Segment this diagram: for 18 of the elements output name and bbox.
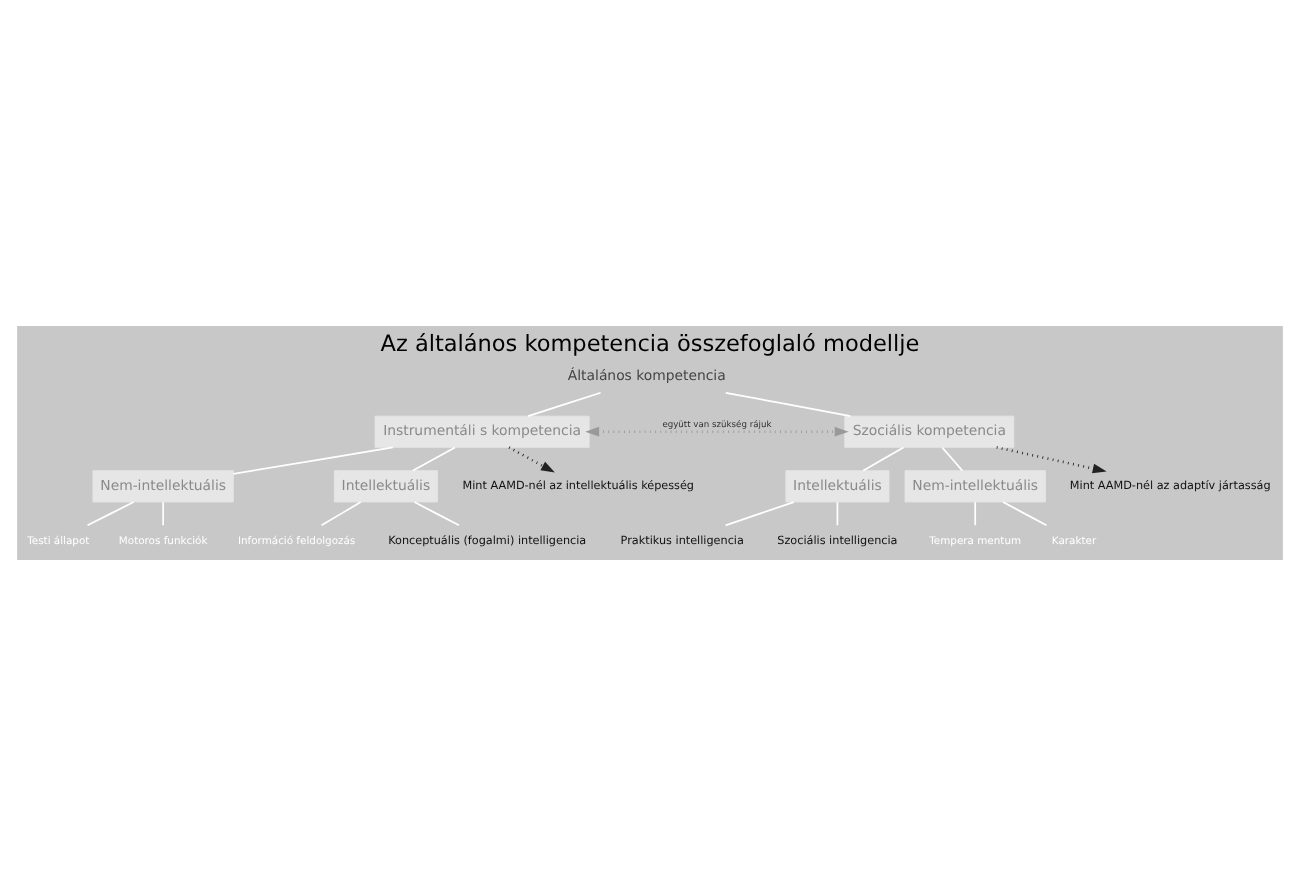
- diagram-title: Az általános kompetencia összefoglaló modellje: [380, 329, 920, 356]
- connector: [724, 500, 795, 526]
- connector: [941, 445, 964, 471]
- connector: [162, 500, 164, 526]
- connector: [862, 445, 905, 471]
- connector: [232, 445, 394, 474]
- connector: [527, 390, 602, 416]
- connector: [320, 500, 362, 526]
- connector: [413, 500, 460, 526]
- connector: [86, 500, 135, 526]
- connector: [974, 500, 977, 526]
- arrow: [585, 425, 849, 436]
- connector: [1002, 500, 1048, 526]
- arrow: [996, 445, 1107, 473]
- arrow: [508, 445, 555, 472]
- connector: [724, 390, 852, 416]
- connector: [411, 445, 456, 471]
- connector: [836, 500, 839, 526]
